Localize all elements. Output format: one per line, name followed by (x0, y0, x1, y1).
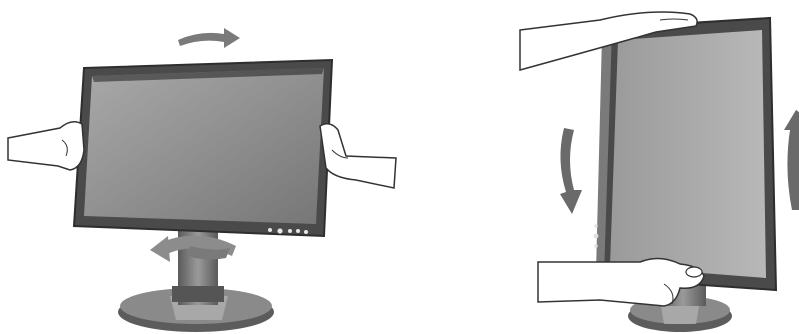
rotate-arrow-up (784, 110, 799, 210)
left-figure-swivel (8, 28, 396, 332)
swivel-arrow-top (178, 28, 240, 48)
right-hand (320, 124, 396, 188)
right-monitor-screen (610, 30, 766, 278)
left-hand (8, 122, 84, 170)
right-figure-pivot (520, 12, 799, 332)
left-monitor-screen (84, 68, 324, 224)
rotate-arrow-down (560, 128, 582, 214)
